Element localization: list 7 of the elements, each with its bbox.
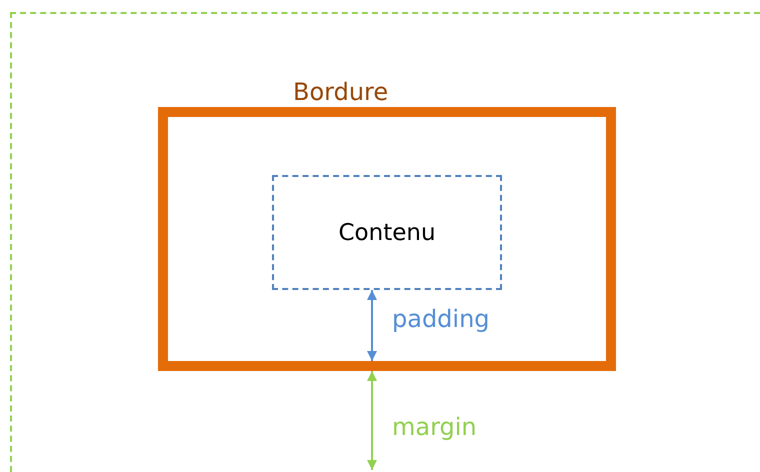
heading-label: Bordure (293, 79, 388, 106)
arrow (367, 371, 377, 470)
box-label: Contenu (338, 220, 436, 246)
content-box (272, 175, 502, 290)
arrow (367, 290, 377, 361)
edge-label: margin (392, 415, 477, 439)
edge-label: padding (392, 307, 490, 331)
